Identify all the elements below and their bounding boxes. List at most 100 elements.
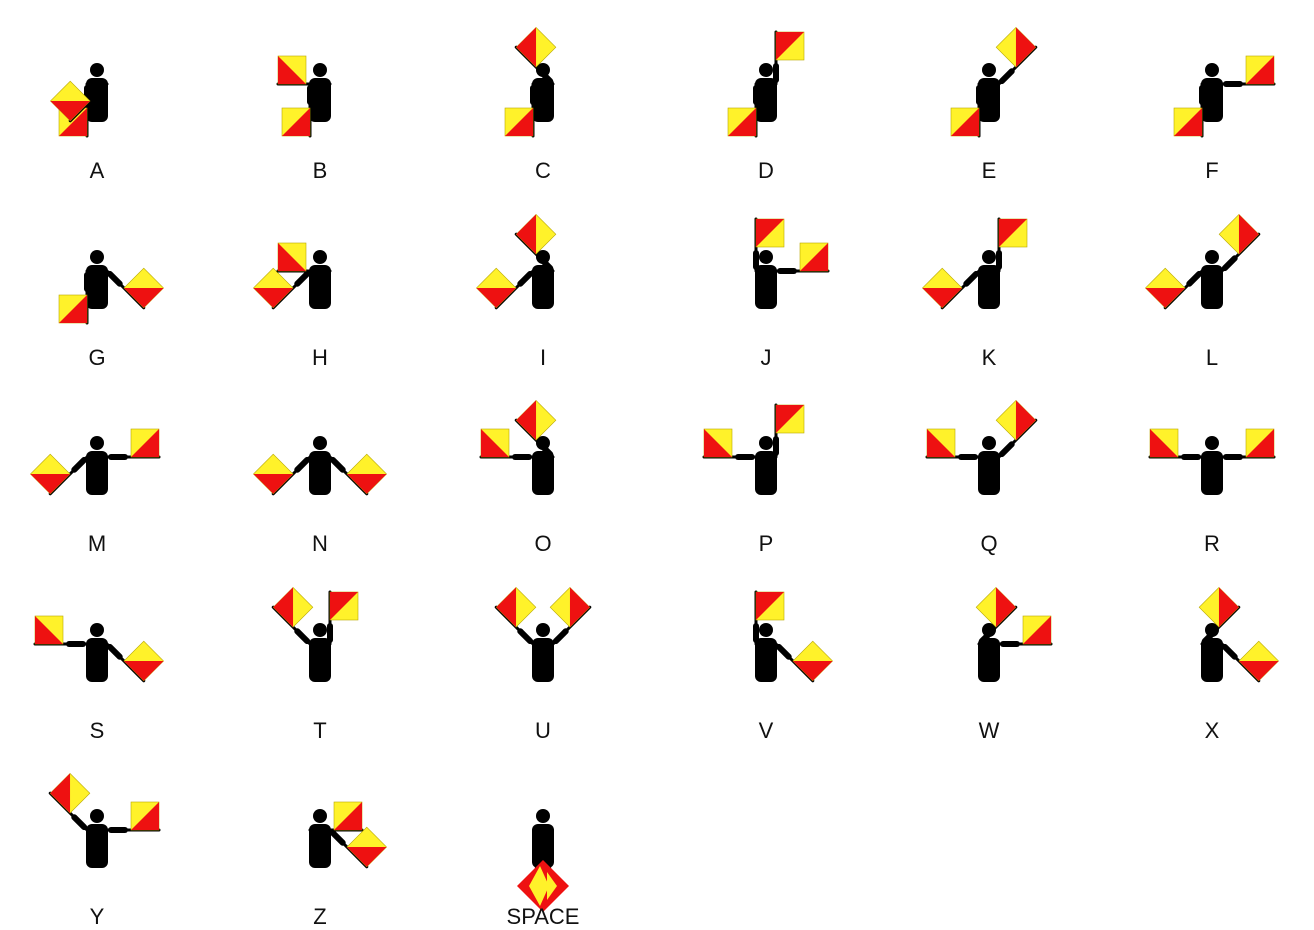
first-flag xyxy=(1199,587,1239,627)
first-flag xyxy=(927,429,955,457)
second-flag xyxy=(516,400,556,440)
signal-label: P xyxy=(759,531,774,556)
first-flag xyxy=(1150,429,1178,457)
second-flag xyxy=(278,56,306,84)
second-flag xyxy=(550,587,590,627)
first-flag xyxy=(334,802,362,830)
second-flag xyxy=(1239,641,1279,681)
signaller-head xyxy=(759,250,773,264)
second-hand xyxy=(110,647,120,657)
second-hand xyxy=(779,647,789,657)
first-flag xyxy=(35,616,63,644)
signal-label: O xyxy=(534,531,551,556)
signal-w: W xyxy=(976,587,1051,743)
signal-label: C xyxy=(535,158,551,183)
second-flag xyxy=(776,405,804,433)
signal-label: W xyxy=(979,718,1000,743)
signaller-head xyxy=(90,809,104,823)
signal-i: I xyxy=(476,214,555,370)
first-flag xyxy=(59,295,87,323)
signal-n: N xyxy=(253,436,386,556)
first-flag xyxy=(505,108,533,136)
signaller-body xyxy=(978,451,1000,495)
signal-label: H xyxy=(312,345,328,370)
signaller-head xyxy=(90,623,104,637)
signal-k: K xyxy=(922,219,1027,370)
signal-label: Q xyxy=(980,531,997,556)
first-flag xyxy=(756,592,784,620)
signaller-body xyxy=(978,638,1000,682)
second-flag xyxy=(124,641,164,681)
signal-label: R xyxy=(1204,531,1220,556)
second-hand xyxy=(1002,444,1012,454)
first-flag xyxy=(253,268,293,308)
signal-s: S xyxy=(35,616,164,743)
first-hand xyxy=(297,274,307,284)
second-flag xyxy=(1246,429,1274,457)
first-flag xyxy=(756,219,784,247)
signal-c: C xyxy=(505,27,556,183)
second-flag xyxy=(800,243,828,271)
signaller-body xyxy=(532,638,554,682)
second-hand xyxy=(556,631,566,641)
signaller-head xyxy=(536,623,550,637)
signaller-head xyxy=(982,436,996,450)
signal-y: Y xyxy=(50,773,159,929)
signaller-body xyxy=(86,451,108,495)
first-flag xyxy=(704,429,732,457)
second-hand xyxy=(1225,647,1235,657)
second-flag xyxy=(1023,616,1051,644)
first-hand xyxy=(1189,274,1199,284)
second-flag xyxy=(131,802,159,830)
signaller-head xyxy=(90,436,104,450)
second-flag xyxy=(516,214,556,254)
first-hand xyxy=(520,274,530,284)
signal-label: SPACE xyxy=(507,904,580,929)
first-flag xyxy=(728,108,756,136)
signaller-head xyxy=(759,63,773,77)
first-hand xyxy=(297,460,307,470)
second-hand xyxy=(333,833,343,843)
signal-b: B xyxy=(278,56,331,183)
signal-label: S xyxy=(90,718,105,743)
first-flag xyxy=(50,773,90,813)
signal-label: K xyxy=(982,345,997,370)
signaller-head xyxy=(313,809,327,823)
signal-label: J xyxy=(761,345,772,370)
signal-label: D xyxy=(758,158,774,183)
signaller-head xyxy=(759,436,773,450)
signal-t: T xyxy=(273,587,358,743)
signaller-head xyxy=(90,250,104,264)
first-flag xyxy=(476,268,516,308)
second-flag xyxy=(1219,214,1259,254)
first-flag xyxy=(273,587,313,627)
signaller-head xyxy=(313,623,327,637)
signaller-body xyxy=(755,638,777,682)
signal-m: M xyxy=(30,429,159,556)
first-flag xyxy=(282,108,310,136)
signal-label: Y xyxy=(90,904,105,929)
second-hand xyxy=(1225,258,1235,268)
first-flag xyxy=(30,454,70,494)
first-flag xyxy=(496,587,536,627)
signal-o: O xyxy=(481,400,556,556)
signal-label: F xyxy=(1205,158,1218,183)
first-hand xyxy=(520,631,530,641)
signal-label: V xyxy=(759,718,774,743)
signaller-head xyxy=(313,436,327,450)
signal-label: Z xyxy=(313,904,326,929)
second-flag xyxy=(996,400,1036,440)
signaller-body xyxy=(755,265,777,309)
signal-label: N xyxy=(312,531,328,556)
signaller-body xyxy=(755,451,777,495)
signal-label: G xyxy=(88,345,105,370)
signal-label: I xyxy=(540,345,546,370)
signaller-body xyxy=(1201,451,1223,495)
second-hand xyxy=(1002,71,1012,81)
signaller-body xyxy=(86,638,108,682)
signaller-body xyxy=(978,265,1000,309)
signaller-body xyxy=(309,638,331,682)
first-flag xyxy=(481,429,509,457)
signal-f: F xyxy=(1174,56,1274,183)
signal-r: R xyxy=(1150,429,1274,556)
